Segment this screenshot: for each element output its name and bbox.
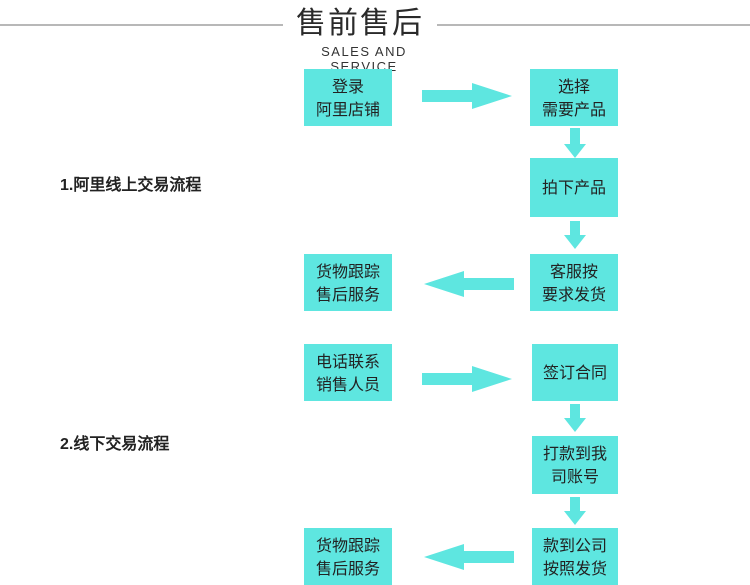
step-ship-on-payment: 款到公司 按照发货 xyxy=(532,528,618,585)
step-contact-sales: 电话联系 销售人员 xyxy=(304,344,392,401)
arrow-down-icon xyxy=(564,128,586,158)
header-rule-left xyxy=(0,24,283,26)
section-label-online: 1.阿里线上交易流程 xyxy=(60,177,202,194)
step-login-shop: 登录 阿里店铺 xyxy=(304,69,392,126)
arrow-right-icon xyxy=(422,366,512,392)
arrow-right-icon xyxy=(422,83,512,109)
arrow-left-icon xyxy=(424,544,514,570)
step-sign-contract: 签订合同 xyxy=(532,344,618,401)
arrow-down-icon xyxy=(564,497,586,525)
step-tracking-aftersales-offline: 货物跟踪 售后服务 xyxy=(304,528,392,585)
section-label-offline: 2.线下交易流程 xyxy=(60,436,170,453)
step-tracking-aftersales: 货物跟踪 售后服务 xyxy=(304,254,392,311)
arrow-down-icon xyxy=(564,404,586,432)
step-service-ships: 客服按 要求发货 xyxy=(530,254,618,311)
step-payment: 打款到我 司账号 xyxy=(532,436,618,494)
arrow-down-icon xyxy=(564,221,586,249)
arrow-left-icon xyxy=(424,271,514,297)
header-rule-right xyxy=(437,24,750,26)
step-place-order: 拍下产品 xyxy=(530,158,618,217)
step-select-products: 选择 需要产品 xyxy=(530,69,618,126)
page-title: 售前售后 xyxy=(296,6,424,41)
